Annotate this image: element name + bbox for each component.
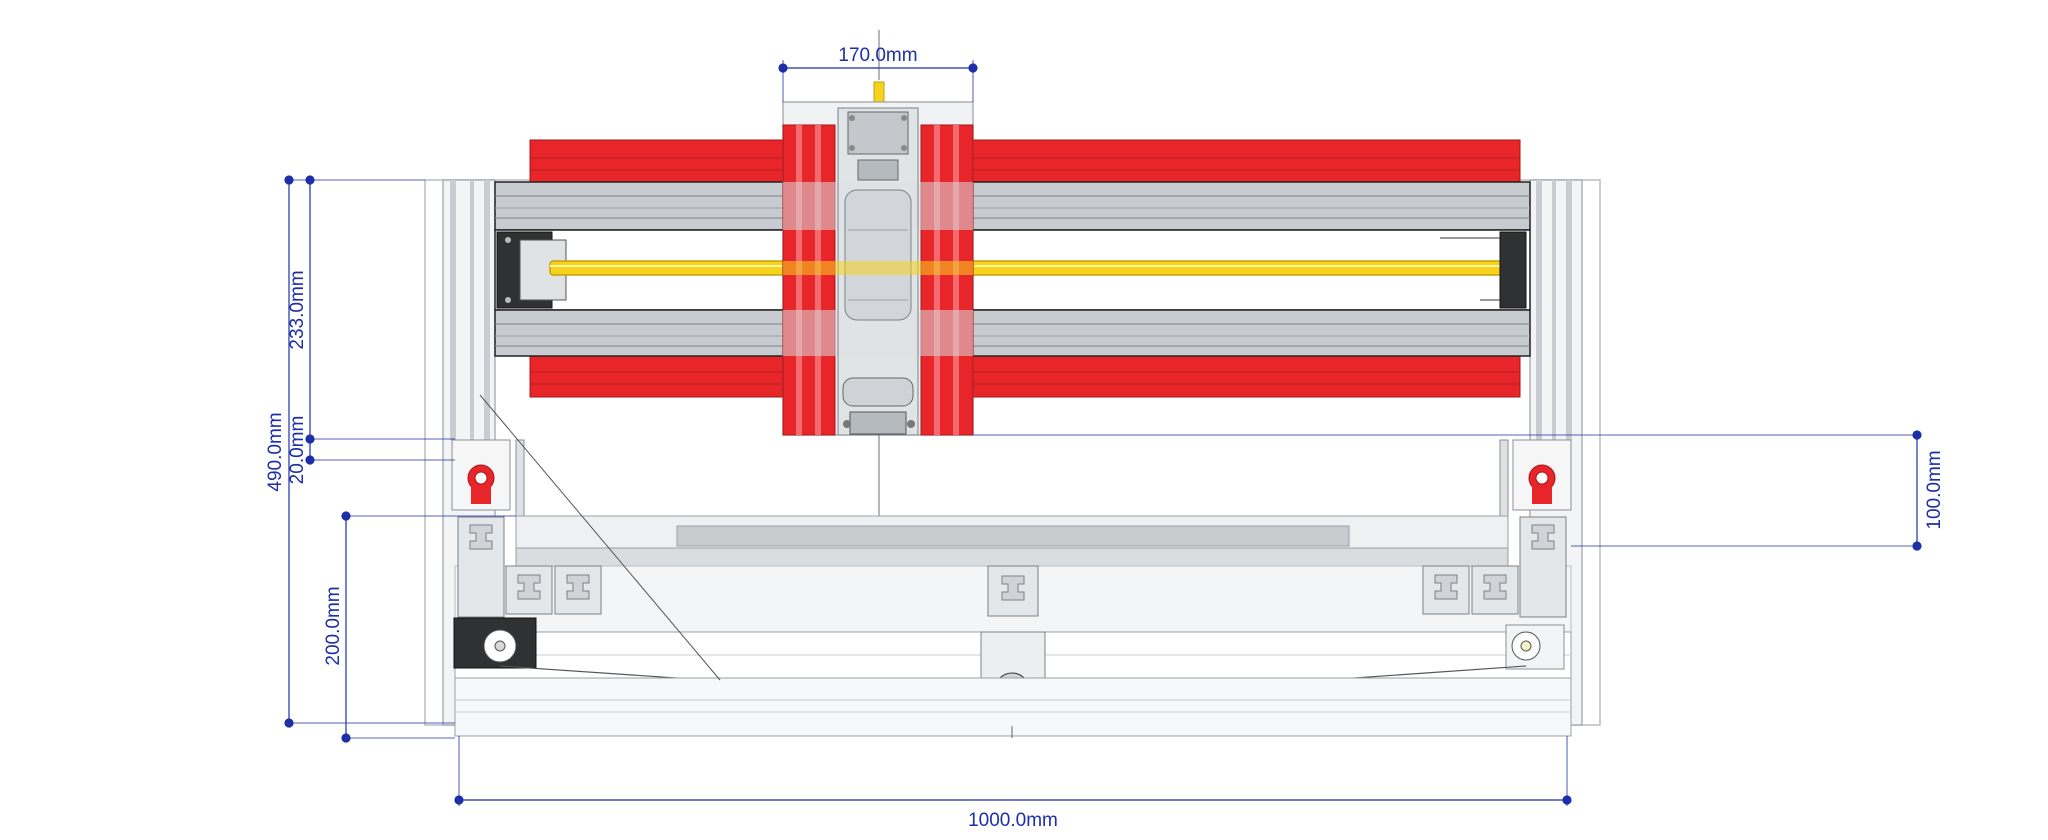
gantry-extrusion-top [494,181,1531,231]
label-upper-height: 233.0mm [287,270,308,349]
label-overall-width: 1000.0mm [968,810,1058,831]
spindle-shaft [873,81,885,105]
carriage-red-left [782,124,836,436]
carriage-red-right [920,124,974,436]
red-rails [529,139,1521,398]
slot-profiles-right [1422,516,1567,618]
carriage [782,30,974,520]
base-plate [454,677,1572,737]
label-bed-height: 100.0mm [1924,450,1945,529]
red-rail-top [529,139,1521,183]
lead-screw [549,260,1503,276]
label-overall-height: 490.0mm [265,412,286,491]
dim-carriage-width [778,60,978,102]
label-lower-height: 200.0mm [323,586,344,665]
red-rail-bottom [529,354,1521,398]
right-bearing-block [1499,231,1527,309]
dim-lower-height [341,511,516,743]
gantry-extrusion-bottom [494,309,1531,357]
dim-gap-height [305,439,455,465]
dim-overall-width [454,736,1572,806]
slot-profiles-left [457,516,602,618]
workpiece-plate [676,525,1350,547]
dim-bed-height [973,430,1922,551]
dimension-annotations [284,60,1922,806]
label-carriage-width: 170.0mm [838,45,917,66]
dim-upper-height [305,175,455,444]
label-gap-height: 20.0mm [287,416,308,485]
bed-assembly [451,394,1572,738]
slot-profile-center [987,565,1039,617]
